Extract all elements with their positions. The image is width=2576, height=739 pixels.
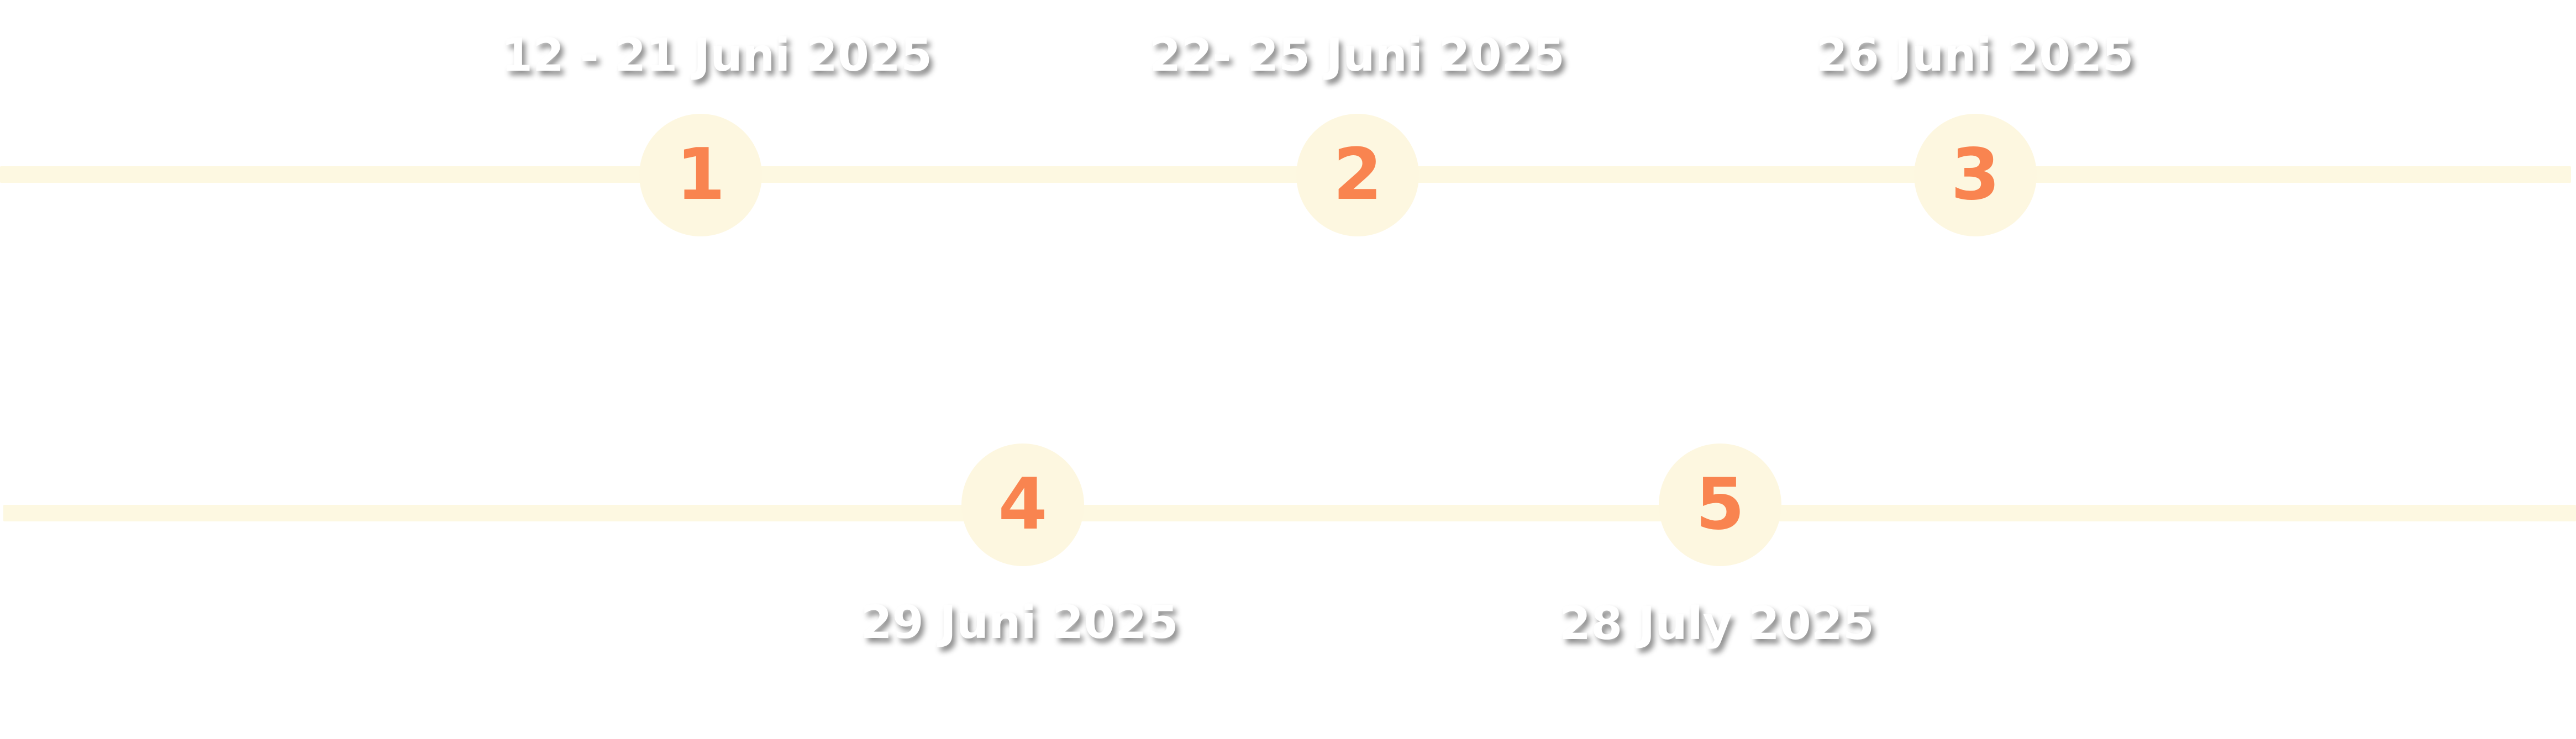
timeline-track-top	[0, 166, 2571, 183]
step-3-date: 26 Juni 2025	[1816, 29, 2134, 82]
step-3-marker: 3	[1914, 114, 2037, 236]
step-3-number: 3	[1951, 134, 2000, 216]
step-5-date: 28 July 2025	[1559, 598, 1874, 650]
step-4-marker: 4	[961, 444, 1084, 566]
step-4-number: 4	[998, 463, 1048, 546]
step-1-date: 12 - 21 Juni 2025	[501, 29, 933, 82]
step-5-number: 5	[1695, 463, 1745, 546]
step-5-marker: 5	[1659, 444, 1781, 566]
step-2-marker: 2	[1296, 114, 1419, 236]
step-1-marker: 1	[639, 114, 762, 236]
timeline-track-bottom	[3, 505, 2576, 521]
step-4-date: 29 Juni 2025	[860, 597, 1179, 649]
step-1-number: 1	[676, 134, 726, 216]
step-2-number: 2	[1333, 134, 1382, 216]
step-2-date: 22- 25 Juni 2025	[1149, 29, 1565, 82]
